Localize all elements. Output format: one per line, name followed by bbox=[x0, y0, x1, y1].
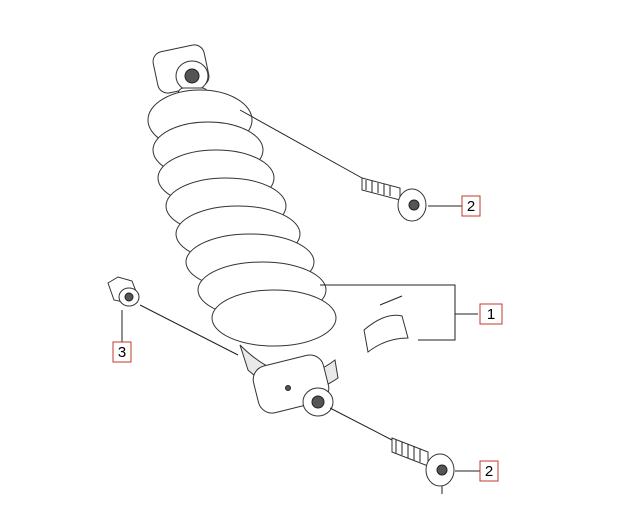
nut bbox=[107, 276, 140, 307]
bolt-top bbox=[361, 177, 427, 222]
shock-absorber bbox=[147, 44, 339, 417]
callout-nut: 3 bbox=[112, 341, 132, 363]
callout-shock-assembly: 1 bbox=[479, 303, 503, 325]
spring-coils bbox=[147, 89, 337, 347]
callout-bolt-bottom: 2 bbox=[479, 460, 499, 482]
decal-piece bbox=[363, 295, 409, 353]
callout-bolt-top-label: 2 bbox=[467, 198, 475, 215]
bolt-bottom bbox=[391, 437, 455, 487]
callout-bolt-bottom-label: 2 bbox=[485, 463, 493, 480]
callout-nut-label: 3 bbox=[118, 344, 126, 361]
callout-shock-assembly-label: 1 bbox=[487, 306, 495, 323]
leader-lines bbox=[121, 109, 480, 494]
callout-bolt-top: 2 bbox=[461, 195, 481, 217]
